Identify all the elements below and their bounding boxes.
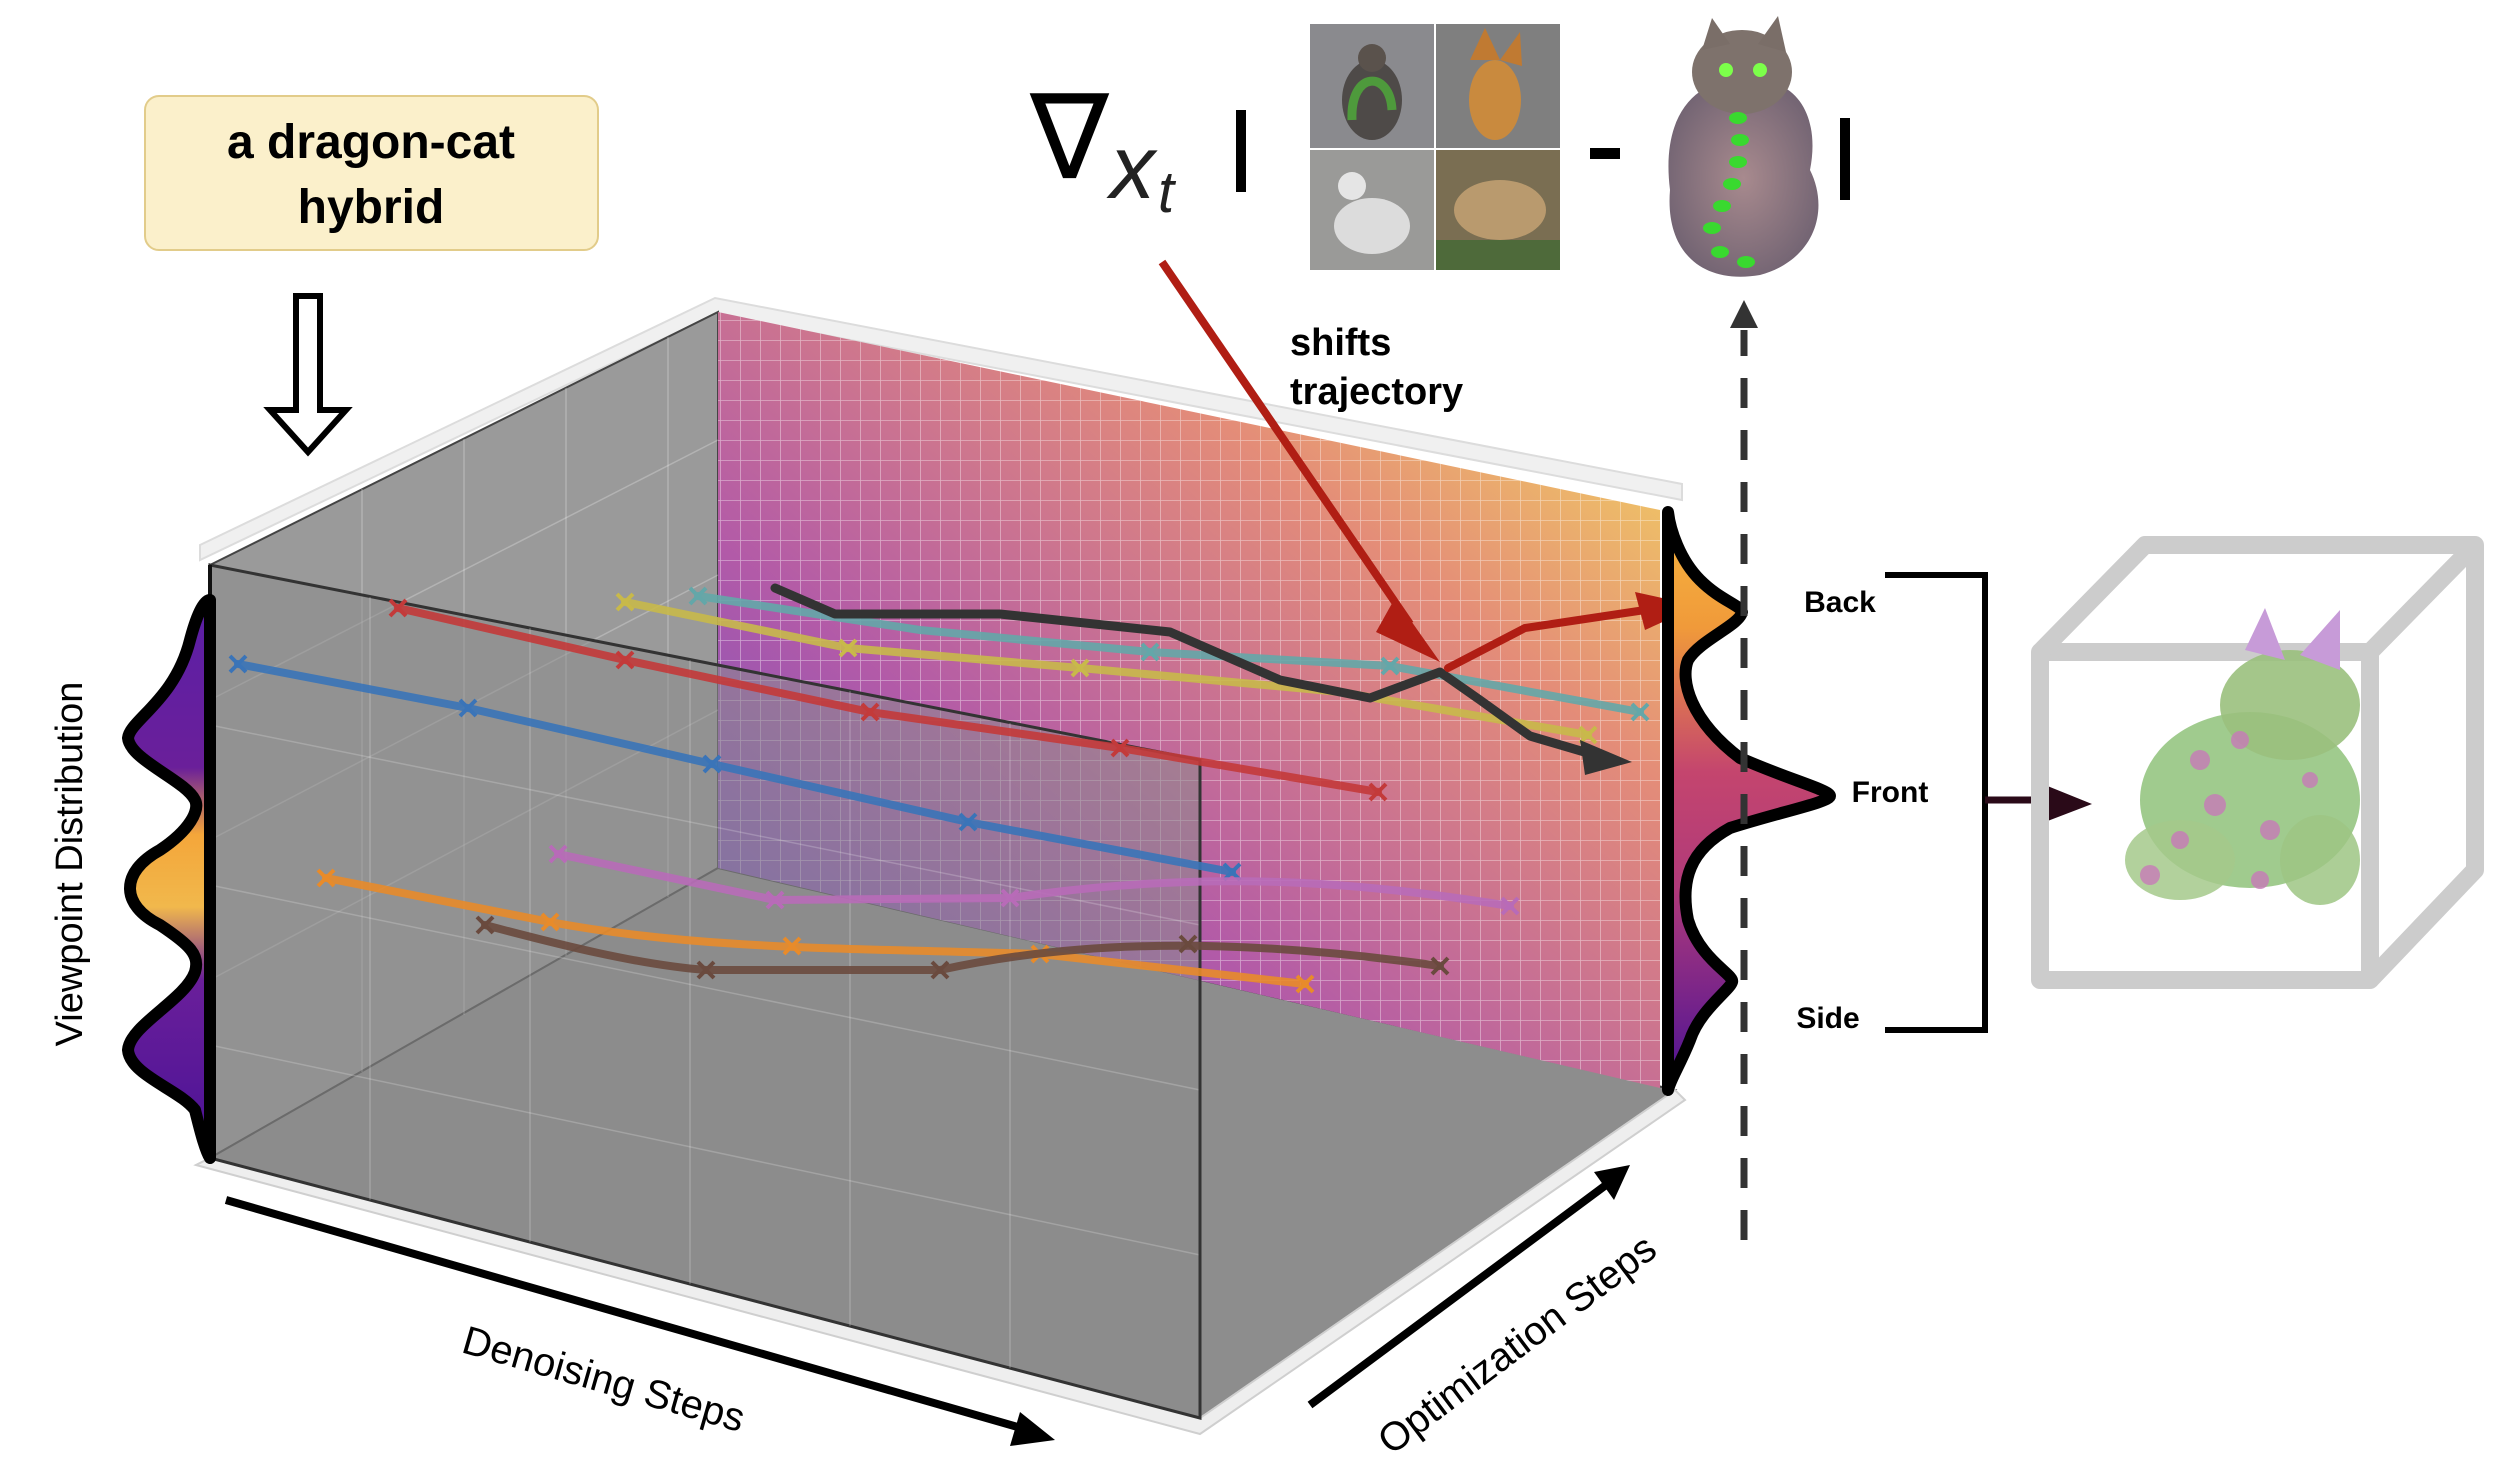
dragon-cat-3d-render — [1668, 16, 1819, 277]
arrow-label-line-2: trajectory — [1290, 371, 1463, 413]
cat-dragon-sample-3 — [1310, 150, 1434, 270]
denoising-axis-arrowhead — [1010, 1412, 1055, 1446]
trajectory-marker-6-2 — [765, 890, 785, 910]
trajectory-marker-2-3 — [860, 702, 880, 722]
cat-dragon-sample-1 — [1310, 24, 1434, 148]
trajectory-curve-6 — [554, 850, 1514, 910]
prompt-down-arrow — [263, 293, 353, 457]
formula-bar-right — [1840, 118, 1850, 200]
formula-minus — [1590, 148, 1620, 159]
trajectory-marker-7-1 — [475, 915, 495, 935]
cat-dragon-sample-2 — [1436, 24, 1560, 148]
trajectory-marker-1-3 — [702, 754, 722, 774]
trajectory-marker-3-3 — [1070, 658, 1090, 678]
left-viewpoint-distribution — [122, 594, 216, 1164]
trajectory-marker-7-5 — [1430, 956, 1450, 976]
trajectory-marker-5-3 — [782, 936, 802, 956]
cat-dragon-sample-4 — [1436, 150, 1560, 270]
trajectory-curve-5 — [322, 874, 1309, 988]
gradient-arrow — [1158, 259, 1414, 627]
trajectory-marker-1-2 — [458, 698, 478, 718]
trajectory-marker-1-1 — [228, 654, 248, 674]
formula-x: x — [1106, 118, 1158, 218]
trajectory-marker-3-1 — [615, 592, 635, 612]
prompt-box: a dragon-cat hybrid — [144, 95, 599, 251]
trajectory-marker-2-4 — [1110, 738, 1130, 758]
guided-trajectory-arrowhead — [1580, 740, 1632, 775]
dashed-up-arrowhead — [1730, 300, 1758, 328]
guided-trajectory — [770, 583, 1603, 761]
formula-nabla: ∇ — [1029, 72, 1110, 204]
trajectory-marker-7-4 — [1178, 934, 1198, 954]
arrow-label-line-1: shifts — [1290, 322, 1391, 364]
trajectory-marker-5-5 — [1295, 974, 1315, 994]
trajectory-marker-4-1 — [688, 586, 708, 606]
trajectory-marker-1-4 — [958, 812, 978, 832]
dragon-cat-3d-volume — [2125, 608, 2360, 905]
trajectory-marker-3-4 — [1578, 725, 1598, 745]
trajectory-marker-7-2 — [696, 960, 716, 980]
trajectory-marker-6-1 — [548, 844, 568, 864]
gradient-arrow-head — [1376, 598, 1440, 662]
trajectory-marker-5-2 — [540, 912, 560, 932]
optimization-axis-arrowhead — [1594, 1165, 1630, 1200]
shifted-trajectory — [1444, 606, 1649, 672]
plot-box-3d — [193, 296, 1687, 1436]
trajectory-marker-4-4 — [1630, 702, 1650, 722]
trajectory-marker-2-1 — [388, 598, 408, 618]
trajectory-marker-4-3 — [1380, 656, 1400, 676]
trajectory-marker-2-5 — [1368, 782, 1388, 802]
trajectory-marker-4-2 — [1140, 642, 1160, 662]
trajectory-layer — [228, 586, 1650, 994]
denoising-axis-arrow — [224, 1196, 1037, 1436]
formula-subscript: t — [1158, 160, 1177, 225]
trajectory-marker-6-3 — [1000, 888, 1020, 908]
view-label-front: Front — [1852, 776, 1929, 809]
y-axis-label: Viewpoint Distribution — [49, 682, 91, 1047]
prompt-line-1: a dragon-cat — [227, 116, 515, 169]
view-label-side: Side — [1796, 1002, 1859, 1035]
trajectory-marker-3-2 — [838, 638, 858, 658]
trajectory-marker-5-1 — [316, 868, 336, 888]
prompt-line-2: hybrid — [298, 181, 445, 234]
trajectory-marker-6-4 — [1500, 896, 1520, 916]
formula-bar-left — [1236, 110, 1246, 192]
trajectory-marker-7-3 — [930, 960, 950, 980]
trajectory-marker-2-2 — [615, 650, 635, 670]
view-label-back: Back — [1804, 586, 1876, 619]
optimization-axis-arrow — [1307, 1178, 1613, 1409]
trajectory-curve-7 — [481, 921, 1444, 974]
sample-image-grid — [1310, 24, 1560, 270]
